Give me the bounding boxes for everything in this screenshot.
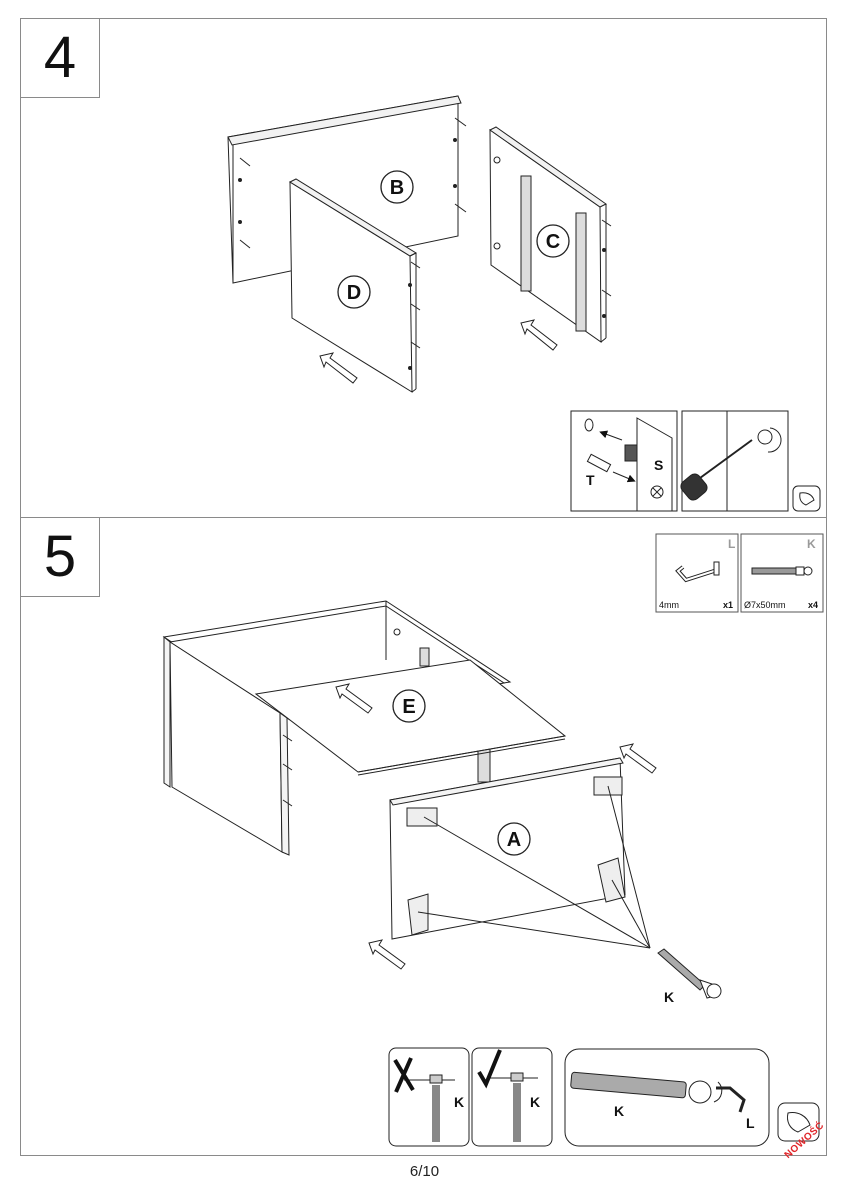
right-k-label: K	[530, 1094, 540, 1110]
step-divider	[20, 517, 827, 518]
correct-screw-detail	[471, 1047, 553, 1147]
tighten-l-label: L	[746, 1115, 755, 1131]
step-5-number: 5	[43, 524, 77, 589]
wrong-k-label: K	[454, 1094, 464, 1110]
step-4-number: 4	[43, 25, 77, 90]
direction-arrow-icon	[619, 743, 657, 774]
direction-arrow-icon	[368, 939, 406, 970]
step-4-number-box: 4	[20, 18, 100, 98]
label-c: C	[546, 231, 560, 253]
hardware-k-qty: x4	[808, 600, 818, 610]
label-b: B	[390, 177, 404, 199]
hardware-k-spec: Ø7x50mm	[744, 600, 786, 610]
page-number: 6/10	[409, 1163, 440, 1180]
tighten-detail	[564, 1048, 770, 1147]
screw-k-label: K	[664, 989, 674, 1005]
tighten-k-label: K	[614, 1103, 624, 1119]
direction-arrow-icon	[319, 352, 358, 384]
screw-k-drawing	[657, 948, 722, 999]
label-a-circle: A	[497, 822, 531, 856]
hardware-l-code: L	[728, 537, 735, 551]
label-a: A	[507, 829, 521, 851]
part-t-label: T	[586, 472, 595, 488]
part-s-label: S	[654, 457, 663, 473]
hardware-l-qty: x1	[723, 600, 733, 610]
label-d: D	[347, 282, 361, 304]
cam-lock-detail	[570, 410, 821, 512]
hardware-l-spec: 4mm	[659, 600, 679, 610]
allen-key-icon	[675, 561, 720, 583]
label-e-circle: E	[392, 689, 426, 723]
tool-icon	[777, 1102, 820, 1142]
direction-arrow-icon	[335, 683, 373, 714]
label-d-circle: D	[337, 275, 371, 309]
screw-icon	[751, 566, 813, 576]
hardware-k-code: K	[807, 537, 816, 551]
panel-b-drawing	[227, 95, 467, 284]
wrong-screw-detail	[388, 1047, 470, 1147]
step-5-number-box: 5	[20, 517, 100, 597]
hardware-box-l: L 4mm x1	[655, 533, 739, 613]
label-b-circle: B	[380, 170, 414, 204]
direction-arrow-icon	[520, 319, 558, 351]
label-c-circle: C	[536, 224, 570, 258]
hardware-box-k: K Ø7x50mm x4	[740, 533, 824, 613]
label-e: E	[402, 696, 415, 718]
